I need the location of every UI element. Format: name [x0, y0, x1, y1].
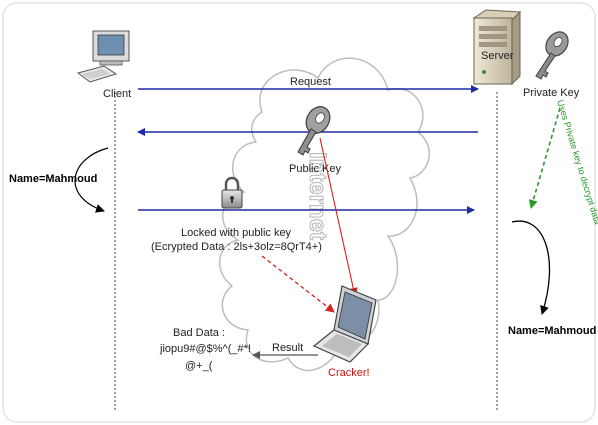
public-key-label: Public Key: [289, 163, 341, 175]
private-key-label: Private Key: [523, 87, 580, 99]
bad-data-line1: Bad Data :: [173, 327, 225, 339]
public-key-icon: [297, 106, 331, 156]
name-right-label: Name=Mahmoud: [508, 325, 596, 337]
bad-data-line2: jiopu9#@$%^(_#*!: [159, 343, 251, 355]
private-key-icon: [535, 31, 569, 80]
cracker-label: Cracker!: [328, 367, 370, 379]
intercept-key-arrow: [319, 137, 358, 297]
result-label: Result: [272, 342, 303, 354]
uses-private-key-label: Uses Private key to decrypt data: [555, 99, 598, 226]
name-left-label: Name=Mahmoud: [9, 173, 97, 185]
bad-data-line3: @+_(: [185, 360, 213, 372]
decrypt-arrow: [528, 107, 561, 209]
locked-label: Locked with public key: [181, 227, 292, 239]
intercept-data-arrow: [261, 255, 335, 313]
laptop-icon: [312, 285, 377, 363]
client-label: Client: [103, 88, 131, 100]
server-curve-arrow: [511, 220, 551, 315]
server-icon: [472, 9, 522, 86]
client-curve-arrow: [74, 147, 109, 213]
client-computer-icon: [76, 30, 130, 83]
encrypted-data-label: (Ecrypted Data : 2ls+3olz=8QrT4+): [151, 241, 322, 253]
padlock-icon: [221, 176, 243, 209]
request-label: Request: [290, 76, 331, 88]
server-label: Server: [481, 50, 514, 62]
